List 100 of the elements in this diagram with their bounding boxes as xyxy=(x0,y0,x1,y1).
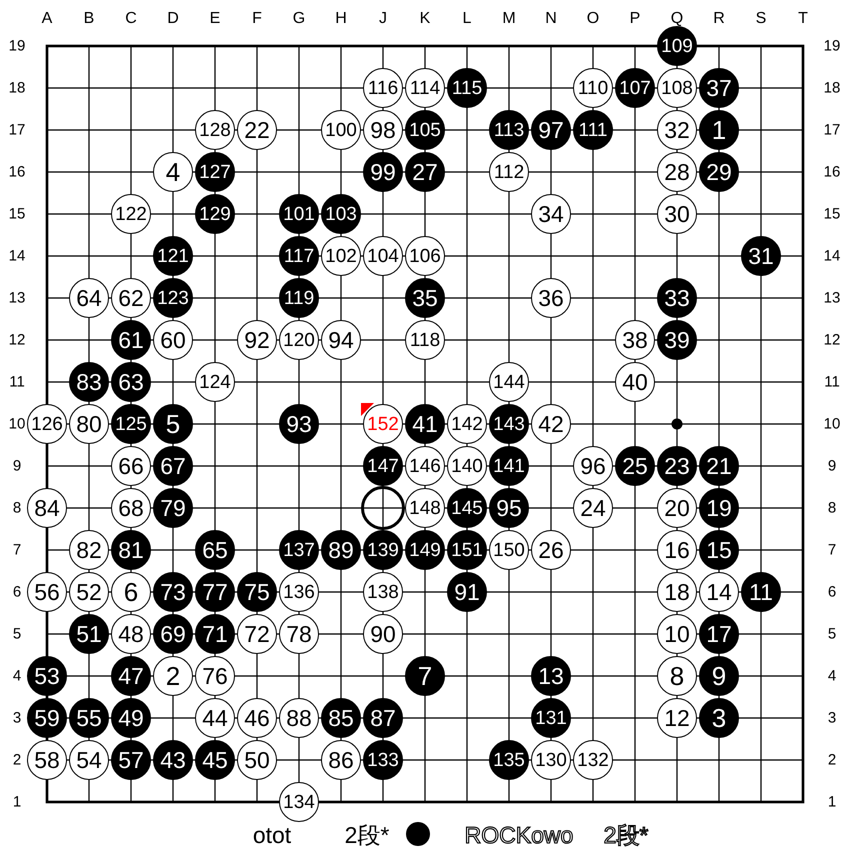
column-label: Q xyxy=(670,10,684,28)
go-stone: 24 xyxy=(573,488,613,528)
go-stone: 18 xyxy=(657,572,697,612)
go-stone: 27 xyxy=(405,152,445,192)
row-label: 2 xyxy=(12,751,22,769)
go-stone: 90 xyxy=(363,614,403,654)
go-stone: 104 xyxy=(363,236,403,276)
go-stone: 121 xyxy=(153,236,193,276)
column-label: B xyxy=(84,10,94,28)
go-stone: 133 xyxy=(363,740,403,780)
go-stone: 40 xyxy=(615,362,655,402)
go-stone: 140 xyxy=(447,446,487,486)
go-stone: 30 xyxy=(657,194,697,234)
go-stone: 54 xyxy=(69,740,109,780)
row-label: 12 xyxy=(8,331,26,349)
go-stone: 147 xyxy=(363,446,403,486)
go-stone: 58 xyxy=(27,740,67,780)
go-stone: 10 xyxy=(657,614,697,654)
go-stone: 32 xyxy=(657,110,697,150)
go-stone: 84 xyxy=(27,488,67,528)
column-label: F xyxy=(252,10,262,28)
go-stone: 115 xyxy=(447,68,487,108)
go-stone: 31 xyxy=(741,236,781,276)
go-stone: 111 xyxy=(573,110,613,150)
go-stone: 145 xyxy=(447,488,487,528)
go-stone: 127 xyxy=(195,152,235,192)
go-stone: 113 xyxy=(489,110,529,150)
go-stone: 85 xyxy=(321,698,361,738)
go-stone: 22 xyxy=(237,110,277,150)
column-label: G xyxy=(292,10,306,28)
go-stone: 94 xyxy=(321,320,361,360)
go-stone: 59 xyxy=(27,698,67,738)
column-label: R xyxy=(713,10,725,28)
go-stone: 49 xyxy=(111,698,151,738)
column-label: M xyxy=(502,10,516,28)
row-label: 5 xyxy=(828,625,836,643)
go-stone: 63 xyxy=(111,362,151,402)
row-label: 3 xyxy=(12,709,22,727)
go-stone: 129 xyxy=(195,194,235,234)
go-stone: 112 xyxy=(489,152,529,192)
go-stone: 66 xyxy=(111,446,151,486)
player-name: otot xyxy=(252,822,292,848)
go-stone: 101 xyxy=(279,194,319,234)
go-stone: 46 xyxy=(237,698,277,738)
go-stone: 148 xyxy=(405,488,445,528)
go-stone: 80 xyxy=(69,404,109,444)
go-stone: 98 xyxy=(363,110,403,150)
go-stone: 3 xyxy=(699,698,739,738)
go-stone: 79 xyxy=(153,488,193,528)
go-stone: 36 xyxy=(531,278,571,318)
go-stone: 105 xyxy=(405,110,445,150)
go-stone: 19 xyxy=(699,488,739,528)
go-stone: 124 xyxy=(195,362,235,402)
go-stone: 25 xyxy=(615,446,655,486)
go-stone: 1 xyxy=(699,110,739,150)
go-stone: 83 xyxy=(69,362,109,402)
column-label: P xyxy=(630,10,640,28)
column-label: E xyxy=(210,10,220,28)
go-stone: 53 xyxy=(27,656,67,696)
go-stone: 118 xyxy=(405,320,445,360)
go-stone: 99 xyxy=(363,152,403,192)
go-stone: 67 xyxy=(153,446,193,486)
go-stone: 9 xyxy=(699,656,739,696)
go-stone: 64 xyxy=(69,278,109,318)
go-stone: 37 xyxy=(699,68,739,108)
go-stone: 43 xyxy=(153,740,193,780)
go-stone: 116 xyxy=(363,68,403,108)
go-stone: 41 xyxy=(405,404,445,444)
go-stone: 29 xyxy=(699,152,739,192)
go-stone: 77 xyxy=(195,572,235,612)
go-stone: 44 xyxy=(195,698,235,738)
column-label: T xyxy=(798,10,808,28)
go-stone: 138 xyxy=(363,572,403,612)
go-stone: 120 xyxy=(279,320,319,360)
row-label: 8 xyxy=(828,499,836,517)
go-stone: 68 xyxy=(111,488,151,528)
go-stone: 117 xyxy=(279,236,319,276)
column-label: K xyxy=(420,10,430,28)
row-label: 1 xyxy=(12,793,22,811)
go-stone: 72 xyxy=(237,614,277,654)
go-stone: 144 xyxy=(489,362,529,402)
go-stone: 122 xyxy=(111,194,151,234)
go-stone: 150 xyxy=(489,530,529,570)
go-stone: 56 xyxy=(27,572,67,612)
column-label: O xyxy=(586,10,600,28)
go-stone: 6 xyxy=(111,572,151,612)
go-stone: 93 xyxy=(279,404,319,444)
go-stone: 91 xyxy=(447,572,487,612)
go-stone: 143 xyxy=(489,404,529,444)
go-stone: 123 xyxy=(153,278,193,318)
go-stone: 13 xyxy=(531,656,571,696)
go-stone: 71 xyxy=(195,614,235,654)
row-label: 5 xyxy=(12,625,22,643)
go-stone: 125 xyxy=(111,404,151,444)
go-stone: 57 xyxy=(111,740,151,780)
column-label: N xyxy=(545,10,557,28)
go-stone: 55 xyxy=(69,698,109,738)
go-stone: 132 xyxy=(573,740,613,780)
row-label: 13 xyxy=(824,289,840,307)
go-stone: 78 xyxy=(279,614,319,654)
